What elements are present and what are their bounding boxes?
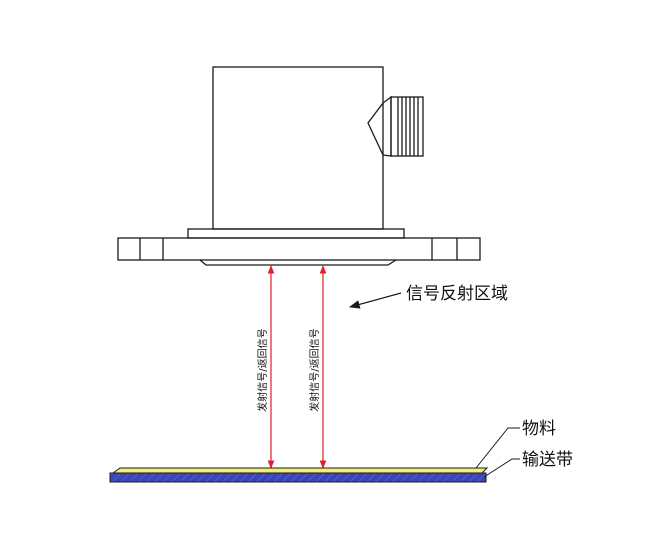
material-label: 物料 xyxy=(522,419,556,439)
sensor-housing xyxy=(117,66,481,266)
conveyor-leader xyxy=(483,458,520,478)
signal-region-label: 信号反射区域 xyxy=(406,284,508,304)
material-layer xyxy=(111,467,489,474)
flange-top-plate xyxy=(187,228,405,239)
signal-beams xyxy=(267,265,327,469)
beam-right-label: 发射信号/返回信号 xyxy=(308,328,321,411)
conveyor-label: 输送带 xyxy=(522,450,573,470)
sensor-body xyxy=(212,66,384,230)
signal-region-leader xyxy=(348,292,402,309)
beam-left-label: 发射信号/返回信号 xyxy=(256,328,269,411)
connector-plug xyxy=(390,96,424,157)
antenna-lens xyxy=(199,259,397,266)
conveyor-belt xyxy=(109,472,487,483)
connector-cone xyxy=(367,102,384,156)
connector-neck xyxy=(382,95,392,157)
material-leader xyxy=(475,427,520,469)
flange-plate xyxy=(117,237,481,261)
